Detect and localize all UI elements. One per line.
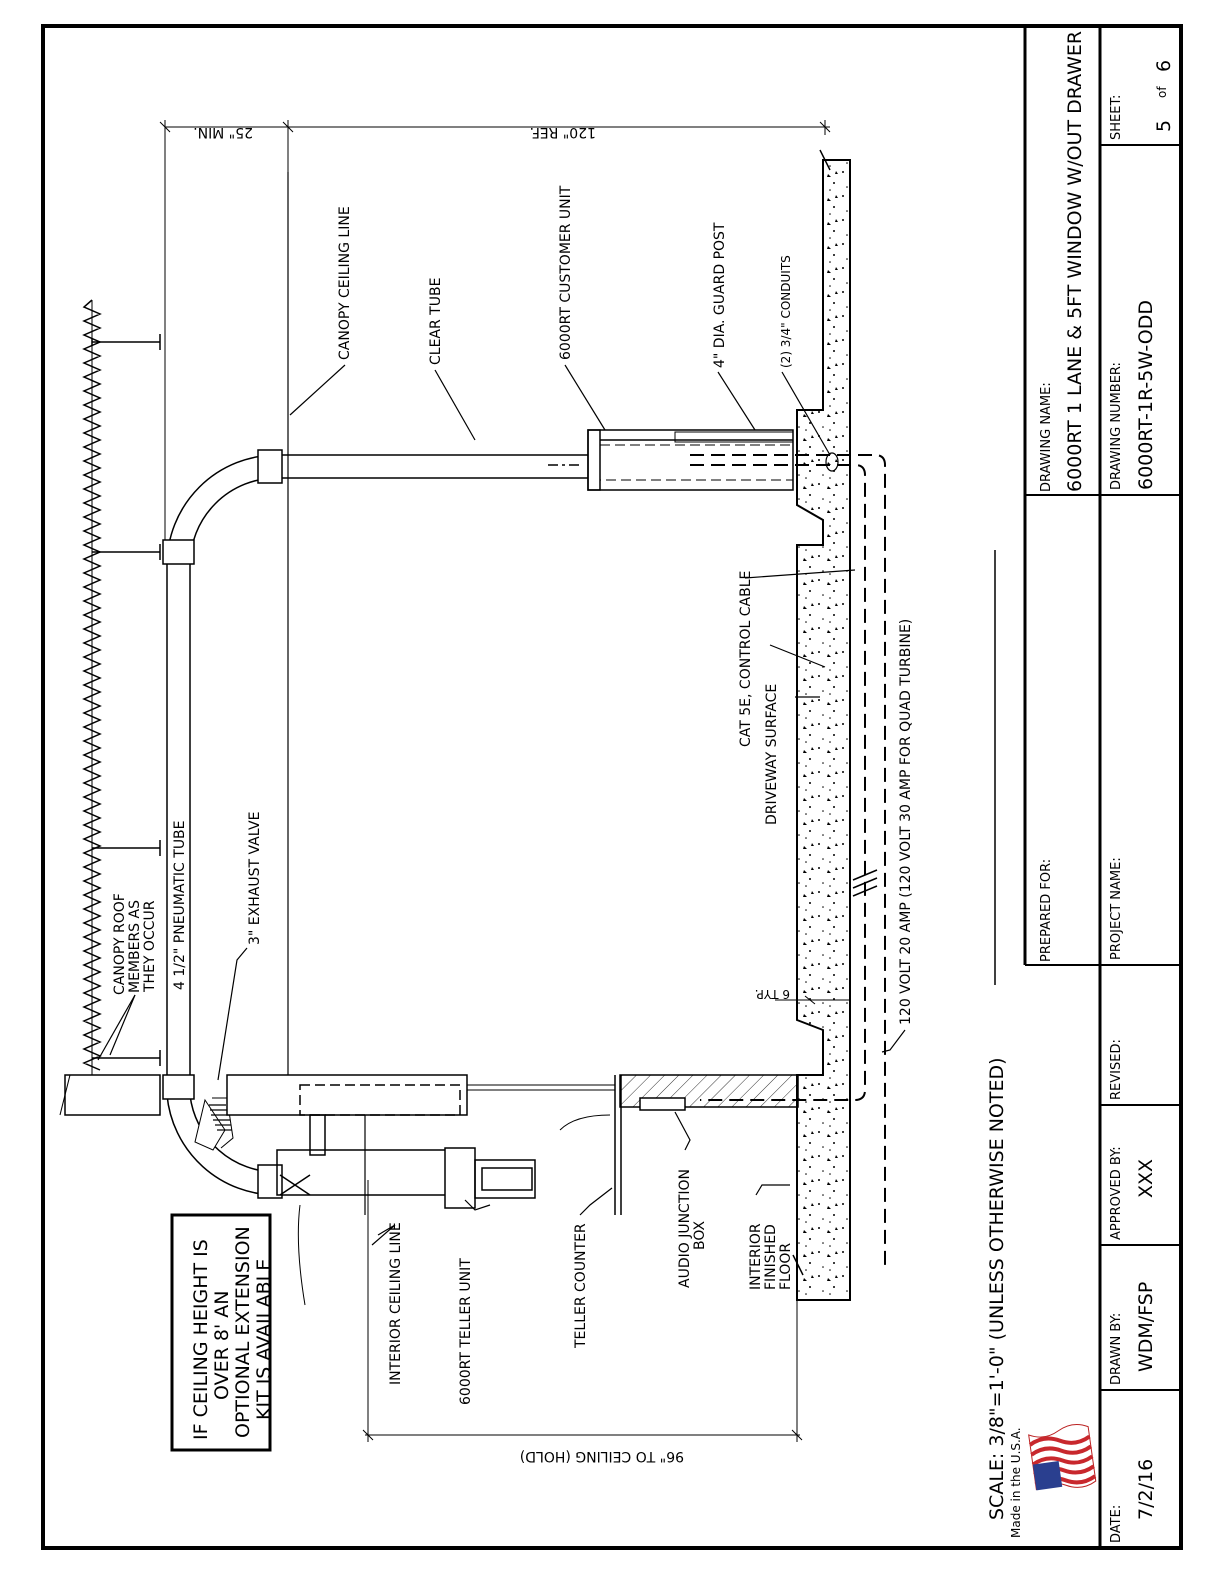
approved-by-label: APPROVED BY: [1109, 1146, 1124, 1240]
exhaust-valve [194, 1097, 234, 1151]
pneumatic-tube [162, 449, 590, 1199]
made-in-text: Made in the U.S.A. [1009, 1427, 1023, 1538]
sheet-border [41, 24, 1183, 1550]
title-block: DRAWING NAME: 6000RT 1 LANE & 5FT WINDOW… [1023, 26, 1181, 1548]
date-label: DATE: [1109, 1505, 1124, 1543]
scale-note: SCALE: 3/8"=1'-0" (UNLESS OTHERWISE NOTE… [986, 1057, 1008, 1520]
dimension-lines [159, 120, 831, 1442]
label-pneumatic-tube: 4 1/2" PNEUMATIC TUBE [172, 820, 188, 990]
date: 7/2/16 [1135, 1459, 1157, 1520]
note-line-3: OPTIONAL EXTENSION [232, 1226, 254, 1438]
label-floor-3: FLOOR [778, 1243, 794, 1290]
label-teller-unit: 6000RT TELLER UNIT [458, 1258, 474, 1405]
note-line-2: OVER 8' AN [211, 1291, 233, 1400]
canopy-roof [59, 299, 161, 1116]
teller-counter [559, 1074, 799, 1215]
conduits [690, 452, 886, 1265]
sheet-label: SHEET: [1109, 95, 1124, 140]
drawn-by-label: DRAWN BY: [1109, 1313, 1124, 1385]
customer-unit [587, 429, 794, 491]
slab-step-dimension [775, 995, 850, 1005]
label-floor-2: FINISHED [763, 1224, 779, 1290]
label-canopy-roof-2: MEMBERS AS [127, 900, 143, 993]
drawing-number: 6000RT-1R-5W-ODD [1135, 300, 1157, 490]
label-driveway: DRIVEWAY SURFACE [764, 684, 780, 825]
label-floor-1: INTERIOR [748, 1223, 764, 1290]
sheet-total: 6 [1153, 60, 1175, 72]
revised-label: REVISED: [1109, 1039, 1124, 1100]
label-guard-post: 4" DIA. GUARD POST [712, 222, 728, 368]
prepared-for-label: PREPARED FOR: [1039, 859, 1054, 962]
drawing-number-label: DRAWING NUMBER: [1109, 362, 1124, 490]
note-line-4: KIT IS AVAILABLE [253, 1259, 275, 1420]
approved-by: XXX [1135, 1159, 1157, 1198]
label-cat5e: CAT 5E, CONTROL CABLE [738, 571, 754, 747]
teller-unit [226, 1074, 615, 1306]
label-conduits: (2) 3/4" CONDUITS [779, 255, 793, 368]
dim-slab-step: 6 TYP. [755, 987, 790, 1001]
driveway-slab [792, 149, 878, 1301]
dim-tube-height: 120" REF. [530, 124, 596, 140]
drawing-name: 6000RT 1 LANE & 5FT WINDOW W/OUT DRAWER [1064, 31, 1086, 492]
label-clear-tube: CLEAR TUBE [428, 278, 444, 365]
sheet-number: 5 [1153, 120, 1175, 132]
note-line-1: IF CEILING HEIGHT IS [190, 1239, 212, 1440]
callout-labels: CANOPY ROOF MEMBERS AS THEY OCCUR 4 1/2"… [112, 185, 914, 1405]
note-box [170, 1213, 272, 1452]
label-canopy-roof-3: THEY OCCUR [142, 900, 158, 993]
label-teller-counter: TELLER COUNTER [573, 1223, 589, 1349]
sheet-of: of [1155, 86, 1169, 98]
label-audio-box-1: AUDIO JUNCTION [677, 1169, 693, 1288]
label-exhaust-valve: 3" EXHAUST VALVE [247, 812, 263, 945]
label-customer-unit: 6000RT CUSTOMER UNIT [558, 185, 574, 360]
dim-ceiling-hold: 96" TO CEILING (HOLD) [520, 1448, 684, 1464]
drawing-name-label: DRAWING NAME: [1039, 382, 1054, 492]
project-name-label: PROJECT NAME: [1109, 857, 1124, 960]
leader-lines [97, 364, 906, 1246]
label-power: 120 VOLT 20 AMP (120 VOLT 30 AMP FOR QUA… [898, 619, 914, 1025]
drawn-by: WDM/FSP [1135, 1282, 1157, 1372]
usa-flag-icon [1028, 1423, 1097, 1491]
label-canopy-ceiling: CANOPY CEILING LINE [337, 206, 353, 360]
label-canopy-roof-1: CANOPY ROOF [112, 893, 128, 995]
label-interior-ceiling: INTERIOR CEILING LINE [388, 1222, 404, 1385]
dim-clearance-min: 25" MIN. [193, 124, 253, 140]
label-audio-box-2: BOX [692, 1221, 708, 1250]
